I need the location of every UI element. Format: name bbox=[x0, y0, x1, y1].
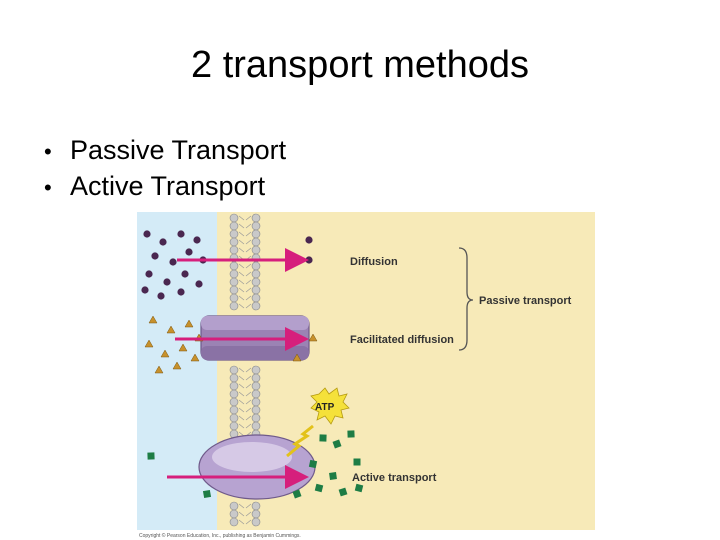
bullet-dot: • bbox=[44, 175, 52, 200]
bullet-text: Passive Transport bbox=[70, 135, 287, 165]
bullet-item: • Active Transport bbox=[44, 169, 286, 205]
phospholipid-bilayer bbox=[229, 213, 261, 527]
membrane-transport-figure: ATP Diffusion Facilitated diffusion Pass… bbox=[137, 212, 595, 540]
copyright-credit: Copyright © Pearson Education, Inc., pub… bbox=[139, 532, 301, 539]
solute-molecules bbox=[141, 230, 364, 499]
bullet-text: Active Transport bbox=[70, 171, 266, 201]
bullet-list: • Passive Transport • Active Transport bbox=[44, 133, 286, 205]
diffusion-label: Diffusion bbox=[350, 256, 398, 268]
bullet-dot: • bbox=[44, 139, 52, 164]
passive-transport-label: Passive transport bbox=[479, 295, 572, 307]
atp-label: ATP bbox=[315, 402, 335, 413]
slide-title: 2 transport methods bbox=[191, 44, 529, 86]
bullet-item: • Passive Transport bbox=[44, 133, 286, 169]
energy-lightning-icon bbox=[286, 424, 314, 458]
active-transport-label: Active transport bbox=[352, 472, 437, 484]
passive-transport-brace bbox=[458, 247, 474, 351]
atp-burst: ATP bbox=[310, 387, 350, 425]
facilitated-diffusion-label: Facilitated diffusion bbox=[350, 334, 454, 346]
